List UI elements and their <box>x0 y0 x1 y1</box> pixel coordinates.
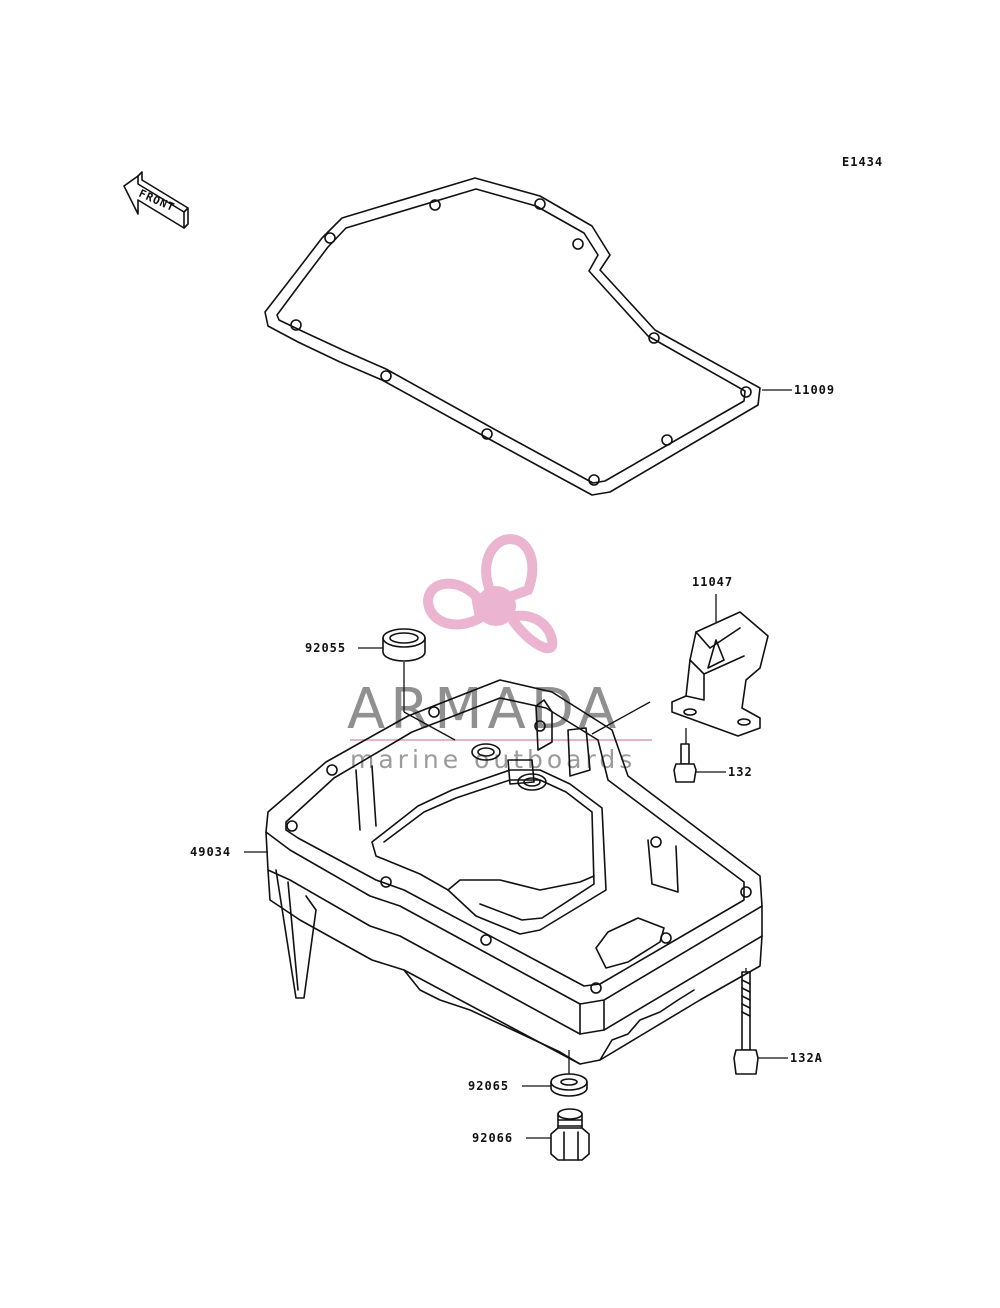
oil-pan <box>265 679 763 1065</box>
pan-bolt-holes <box>286 706 752 994</box>
front-arrow-icon: FRONT <box>123 171 189 229</box>
mounting-bracket <box>671 611 769 737</box>
callout-92066: 92066 <box>472 1131 513 1145</box>
seal-ring <box>382 628 426 662</box>
propeller-logo-icon <box>422 534 558 654</box>
callout-49034: 49034 <box>190 845 231 859</box>
oil-pan-gasket <box>264 177 761 496</box>
callout-132: 132 <box>728 765 753 779</box>
armada-watermark: ARMADA marine outboards <box>347 534 652 774</box>
drain-plug <box>550 1108 590 1161</box>
pan-bolt <box>733 971 759 1075</box>
callout-92065: 92065 <box>468 1079 509 1093</box>
drain-washer <box>550 1073 588 1097</box>
callout-11009: 11009 <box>794 383 835 397</box>
gasket-bolt-holes <box>290 198 752 486</box>
bracket-bolt <box>673 743 697 783</box>
diagram-code: E1434 <box>842 155 883 169</box>
callout-132A: 132A <box>790 1051 823 1065</box>
callout-92055: 92055 <box>305 641 346 655</box>
callout-11047: 11047 <box>692 575 733 589</box>
